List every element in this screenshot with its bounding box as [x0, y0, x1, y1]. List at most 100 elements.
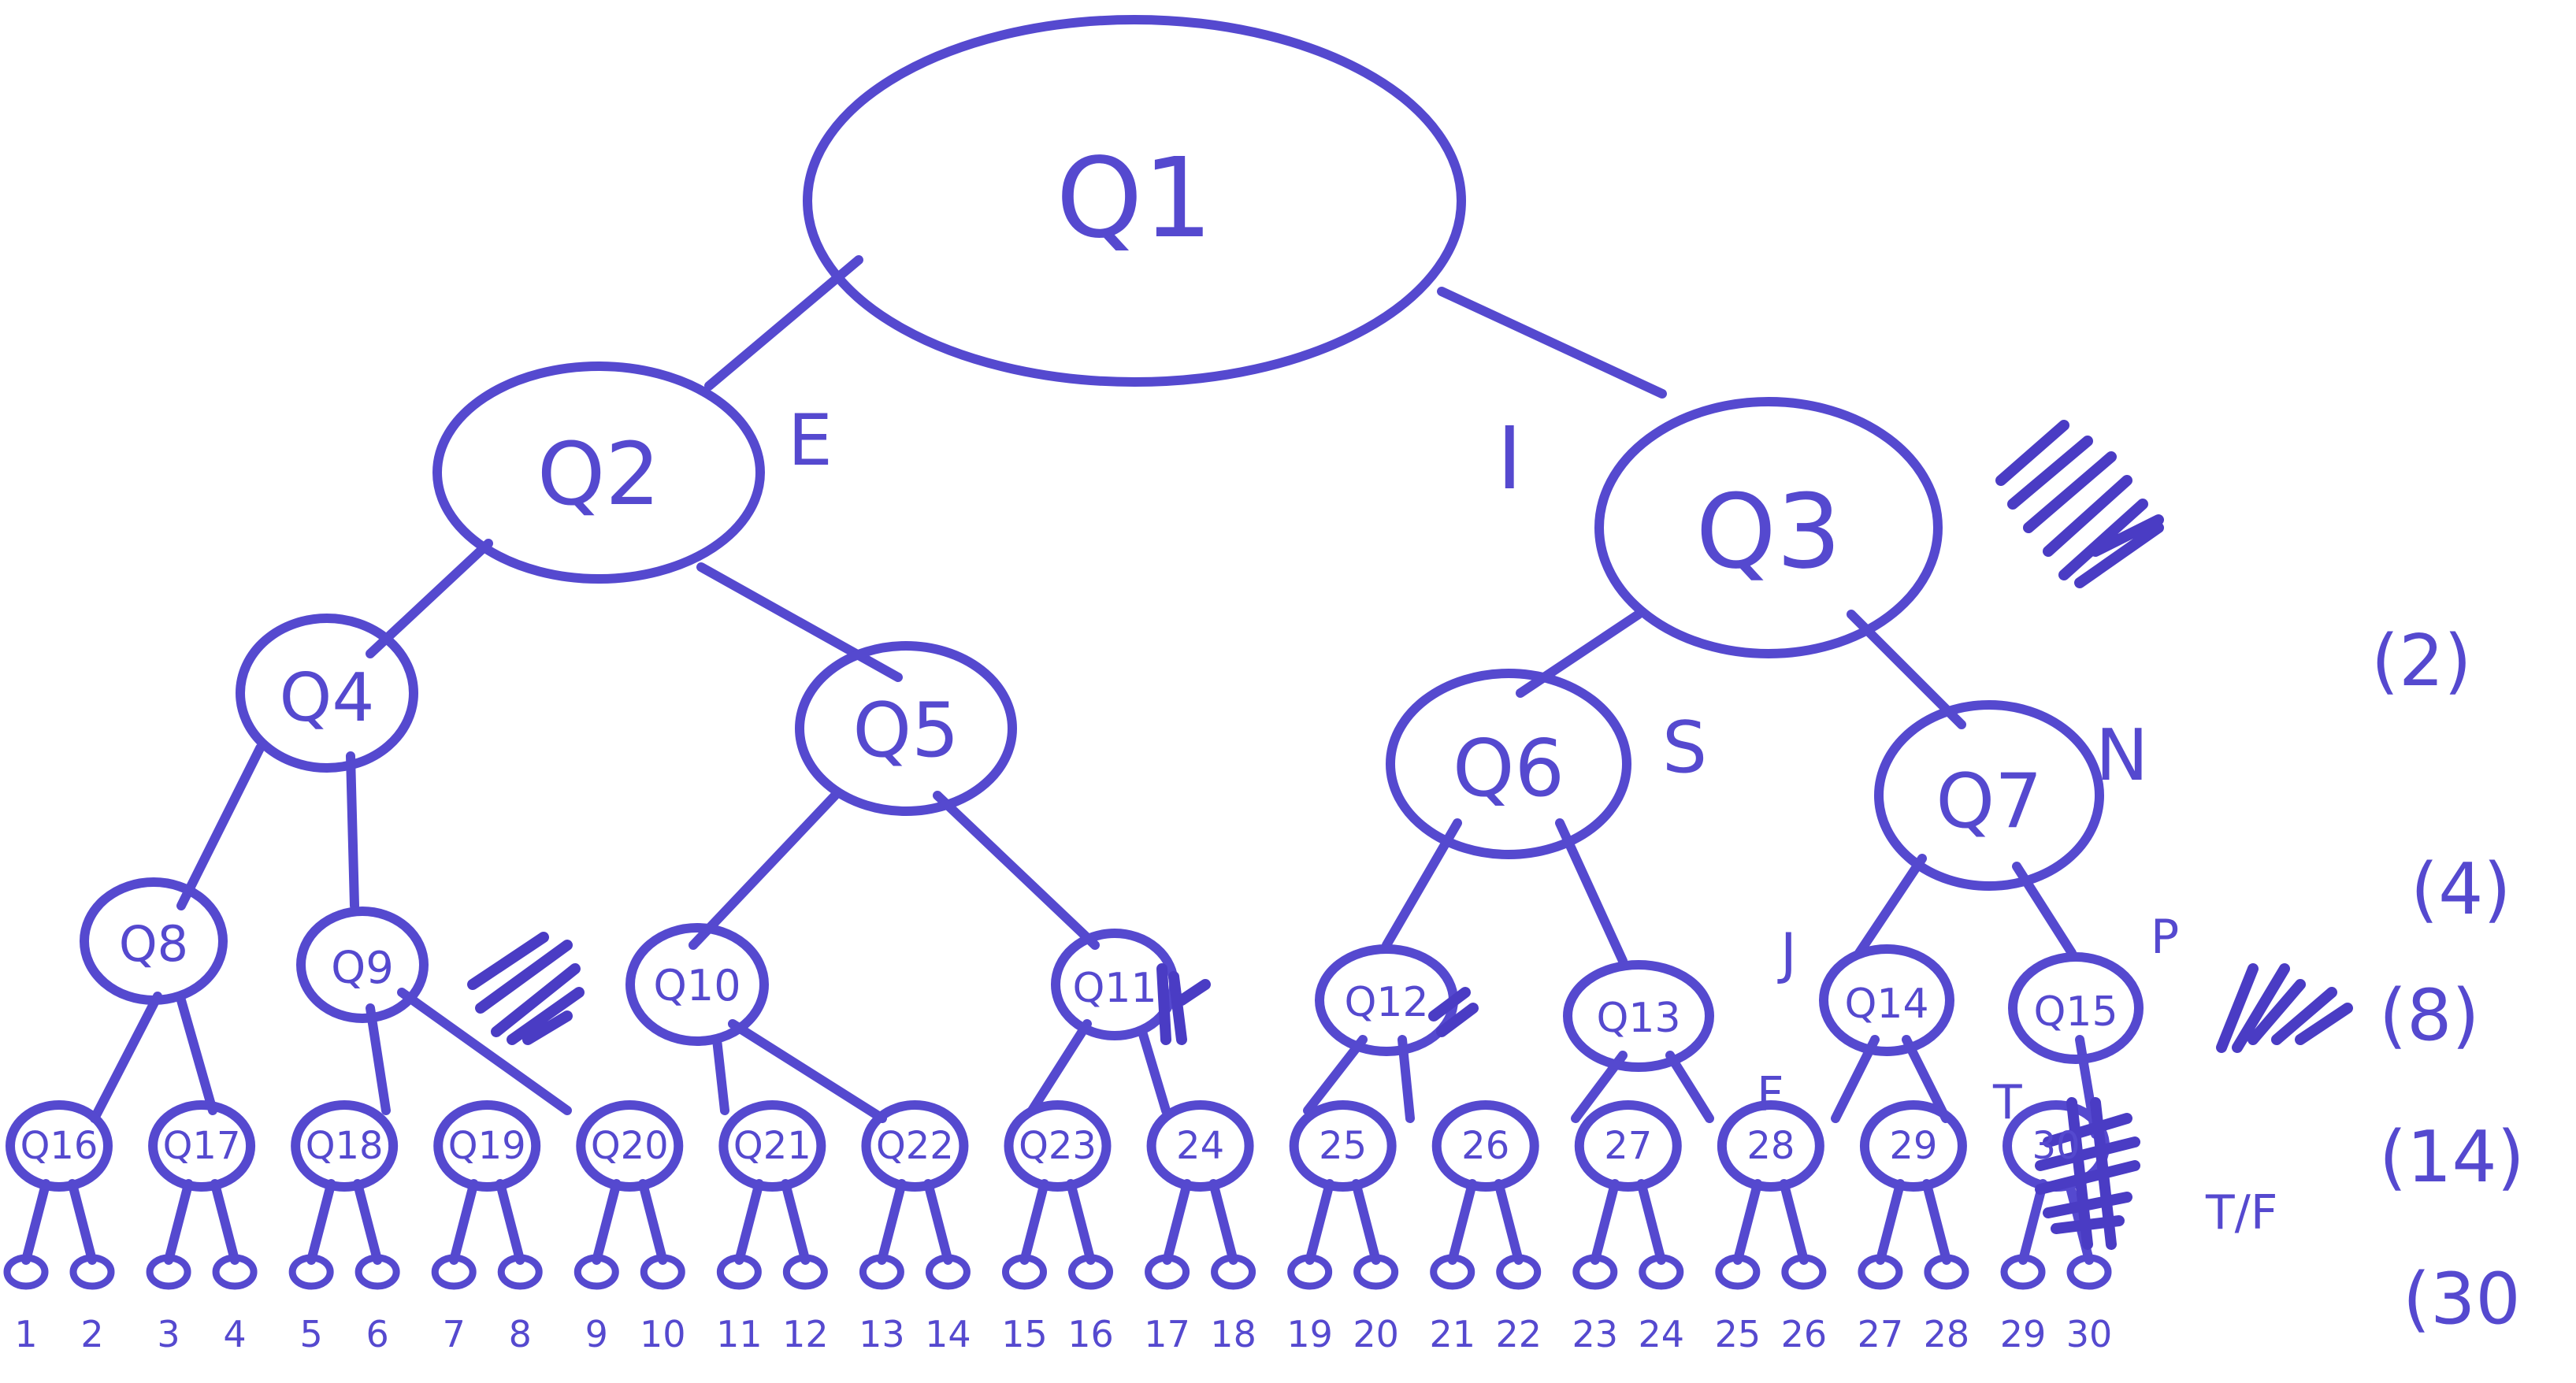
stem-12 [781, 1179, 811, 1265]
leaf-circle-7 [431, 1254, 477, 1290]
stem-13 [877, 1179, 907, 1265]
edge-q3-q6 [1516, 610, 1643, 698]
leaf-number-4: 4 [223, 1313, 246, 1355]
node-level5-11 [1431, 1100, 1539, 1192]
stem-22 [1494, 1179, 1524, 1265]
leaf-number-29: 29 [2000, 1313, 2047, 1355]
branch-label-j: J [1777, 921, 1797, 986]
leaf-circle-10 [640, 1254, 685, 1290]
leaf-circle-20 [1353, 1254, 1399, 1290]
stem-26 [1779, 1179, 1809, 1265]
leaf-number-28: 28 [1924, 1313, 1970, 1355]
stem-4 [210, 1179, 240, 1265]
scribble-node-30 [2035, 1097, 2140, 1250]
label-level5-4: Q19 [448, 1124, 526, 1168]
leaf-number-7: 7 [443, 1313, 466, 1355]
scribble-near-q9 [467, 932, 585, 1045]
node-q14 [1819, 944, 1954, 1056]
node-level5-8 [1004, 1100, 1112, 1192]
edge-q2-q5 [696, 562, 903, 682]
leaf-number-25: 25 [1715, 1313, 1761, 1355]
node-level5-3 [291, 1100, 399, 1192]
label-level5-10: 25 [1319, 1124, 1367, 1168]
scribble-marks [467, 420, 2353, 1250]
stem-15 [1019, 1179, 1049, 1265]
label-level5-11: 26 [1461, 1124, 1509, 1168]
leaf-number-11: 11 [716, 1313, 763, 1355]
label-level5-8: Q23 [1019, 1124, 1097, 1168]
level-count-2: (2) [2371, 620, 2472, 703]
label-q14: Q14 [1844, 981, 1928, 1028]
label-level5-3: Q18 [306, 1124, 384, 1168]
label-q12: Q12 [1344, 979, 1428, 1026]
leaf-number-18: 18 [1210, 1313, 1256, 1355]
stem-9 [592, 1179, 622, 1265]
label-level5-13: 28 [1746, 1124, 1795, 1168]
edge-q11-q22 [1027, 1019, 1092, 1115]
stem-16 [1066, 1179, 1096, 1265]
leaf-circle-3 [146, 1254, 191, 1290]
scribble-near-q15 [2216, 963, 2353, 1053]
leaf-number-19: 19 [1286, 1313, 1333, 1355]
branch-label-i: I [1497, 408, 1522, 509]
node-level5-6 [718, 1100, 826, 1192]
node-level5-1 [6, 1100, 113, 1192]
leaf-circle-29 [2000, 1254, 2046, 1290]
node-level5-9 [1146, 1100, 1254, 1192]
leaf-circle-11 [716, 1254, 762, 1290]
stem-24 [1636, 1179, 1666, 1265]
edge-q8-q16 [90, 992, 162, 1123]
label-q15: Q15 [2033, 988, 2118, 1036]
stem-2 [67, 1179, 97, 1265]
stem-8 [496, 1179, 525, 1265]
leaf-circle-25 [1715, 1254, 1761, 1290]
edge-q1-q2 [704, 255, 863, 391]
leaf-number-8: 8 [509, 1313, 532, 1355]
level5-node-shapes [6, 1100, 2110, 1192]
label-q10: Q10 [653, 961, 741, 1010]
leaf-number-5: 5 [300, 1313, 323, 1355]
label-q1: Q1 [1056, 135, 1212, 263]
edge-q8-q17 [176, 996, 217, 1115]
branch-label-t: T [1992, 1075, 2022, 1130]
leaf-circle-21 [1430, 1254, 1475, 1290]
edge-q9-q19 [397, 988, 572, 1115]
stem-18 [1208, 1179, 1238, 1265]
edge-q4-q9 [346, 751, 359, 910]
leaf-circle-2 [69, 1254, 115, 1290]
leaf-circle-23 [1572, 1254, 1618, 1290]
stem-23 [1590, 1179, 1620, 1265]
label-q11: Q11 [1072, 965, 1156, 1012]
stem-25 [1732, 1179, 1763, 1265]
label-level5-9: 24 [1176, 1124, 1224, 1168]
leaf-number-10: 10 [640, 1313, 686, 1355]
level-count-4: (4) [2411, 848, 2511, 931]
leaf-circle-16 [1068, 1254, 1113, 1290]
leaf-number-23: 23 [1572, 1313, 1619, 1355]
leaf-circle-26 [1781, 1254, 1827, 1290]
node-q13 [1563, 960, 1714, 1072]
leaf-circle-30 [2066, 1254, 2112, 1290]
stem-6 [352, 1179, 383, 1265]
level-counts: (2) (4) (8) (14) (30 [2371, 620, 2525, 1340]
stem-5 [306, 1179, 336, 1265]
label-q2: Q2 [537, 424, 661, 525]
stem-29 [2018, 1179, 2048, 1265]
leaf-circle-19 [1287, 1254, 1333, 1290]
node-level5-2 [148, 1100, 256, 1192]
branch-label-e: E [788, 399, 833, 482]
scribble-near-q3 [1995, 420, 2164, 588]
leaf-circle-22 [1496, 1254, 1542, 1290]
node-level5-12 [1574, 1100, 1682, 1192]
edge-q12-24 [1303, 1035, 1368, 1115]
label-level5-2: Q17 [163, 1124, 241, 1168]
node-labels: Q1 Q2 Q3 Q4 Q5 Q6 Q7 Q8 Q9 Q10 Q11 Q12 Q… [119, 135, 2118, 1042]
edge-q14-29 [1902, 1035, 1951, 1123]
stem-27 [1875, 1179, 1906, 1265]
leaf-number-22: 22 [1495, 1313, 1542, 1355]
leaf-circle-12 [782, 1254, 828, 1290]
leaf-number-27: 27 [1858, 1313, 1904, 1355]
label-q9: Q9 [331, 943, 394, 994]
leaf-number-1: 1 [14, 1313, 37, 1355]
